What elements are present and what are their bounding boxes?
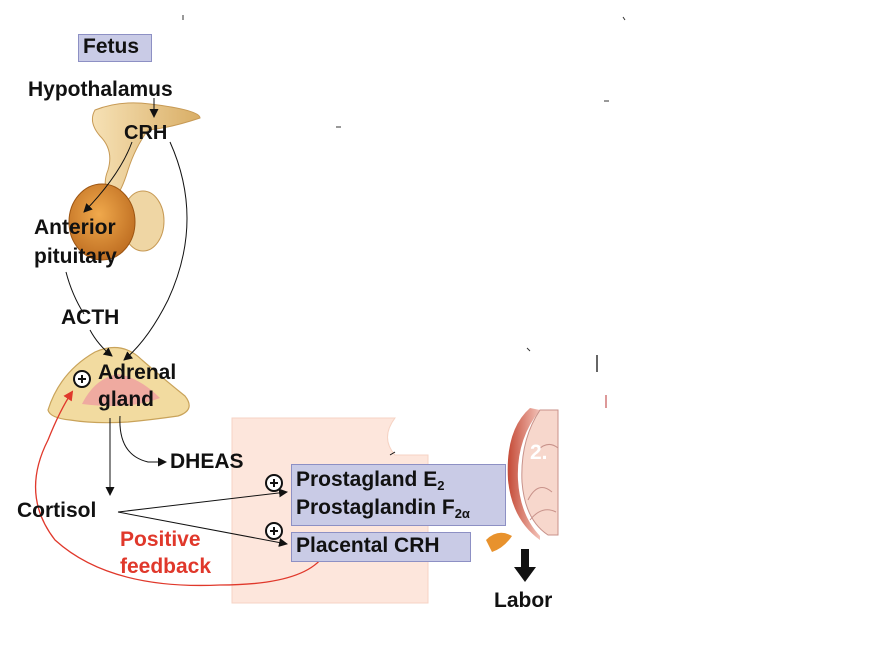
placental-crh-box [291,532,471,562]
positive-feedback-arrow [34,390,323,587]
hypothalamus-label: Hypothalamus [28,78,173,101]
cortisol-label: Cortisol [17,499,97,522]
cortisol-to-prostaglandin-arrow [117,488,288,513]
cortisol-to-placental-crh-arrow [117,511,288,547]
crh-to-adrenal-arrow [123,141,188,361]
crh-label: CRH [124,122,168,144]
crh-to-pituitary-arrow [83,141,133,213]
placental-crh-plus-icon [265,522,283,540]
prostaglandin-box [291,464,506,526]
anterior-pituitary-label-1: Anterior [34,216,116,239]
uterus-shape [507,408,540,540]
placental-crh-label: Placental CRH [296,534,440,557]
cervix-shape [486,532,512,552]
anterior-pituitary-label-2: pituitary [34,245,117,268]
pituitary-to-acth-arrow [65,271,85,315]
acth-to-adrenal-arrow [89,329,113,357]
labor-label: Labor [494,589,553,612]
fetus-shape [521,409,559,536]
prostaglandin-f2a-label: Prostaglandin F2α [296,496,470,521]
prostaglandin-plus-icon [265,474,283,492]
anterior-pituitary-shape [68,183,136,261]
acth-label: ACTH [61,306,120,329]
fetus-title-box [78,34,152,62]
dheas-connector [389,451,396,456]
prostaglandin-e2-label: Prostagland E2 [296,468,445,493]
dheas-label: DHEAS [170,450,244,473]
adrenal-to-dheas-arrow [119,415,167,467]
positive-feedback-label-1: Positive [120,528,201,551]
adrenal-label-2: gland [98,388,154,411]
hypothalamus-shape [91,102,201,199]
step-2-label: 2. [530,441,548,464]
adrenal-label-1: Adrenal [98,361,177,384]
adrenal-medulla-shape [82,374,160,406]
fetus-title: Fetus [83,35,140,58]
positive-feedback-label-2: feedback [120,555,212,578]
adrenal-plus-icon [73,370,91,388]
labor-arrow-head [514,567,536,582]
labor-arrow-shaft [521,549,529,569]
